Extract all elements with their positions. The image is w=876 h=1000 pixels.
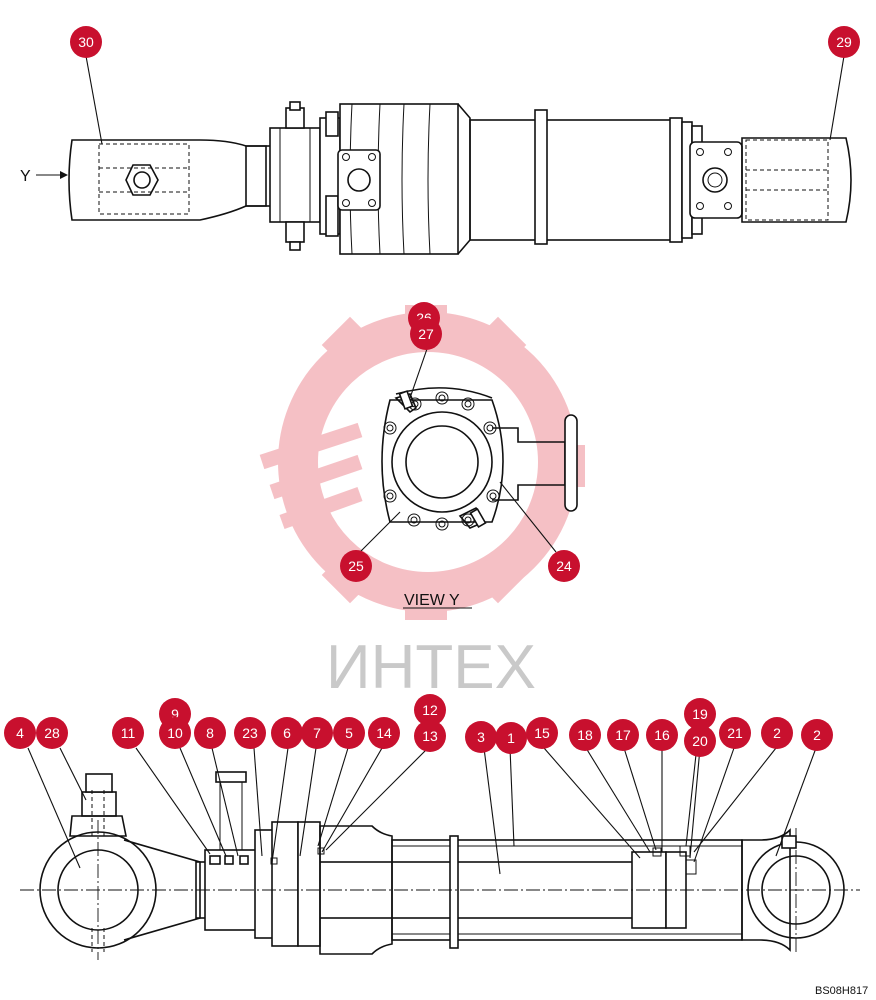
callout-10: 10 <box>159 717 191 749</box>
svg-text:7: 7 <box>313 725 321 741</box>
svg-text:25: 25 <box>348 558 364 574</box>
callout-5: 5 <box>333 717 365 749</box>
svg-text:4: 4 <box>16 725 24 741</box>
callout-13: 13 <box>414 720 446 752</box>
svg-text:12: 12 <box>422 702 438 718</box>
svg-text:1: 1 <box>507 730 515 746</box>
callout-6: 6 <box>271 717 303 749</box>
callout-2-a: 2 <box>761 717 793 749</box>
callout-30: 30 <box>70 26 102 58</box>
leader-lines <box>27 55 845 875</box>
callout-19: 19 <box>684 698 716 730</box>
svg-text:20: 20 <box>692 733 708 749</box>
callout-21: 21 <box>719 717 751 749</box>
callout-25: 25 <box>340 550 372 582</box>
svg-text:21: 21 <box>727 725 743 741</box>
callout-16: 16 <box>646 719 678 751</box>
callout-8: 8 <box>194 717 226 749</box>
drawing-code: BS08H817 <box>815 985 868 997</box>
svg-text:18: 18 <box>577 727 593 743</box>
svg-text:10: 10 <box>167 725 183 741</box>
svg-text:27: 27 <box>418 326 434 342</box>
svg-text:11: 11 <box>121 725 136 741</box>
callout-4: 4 <box>4 717 36 749</box>
callout-1: 1 <box>495 722 527 754</box>
callout-18: 18 <box>569 719 601 751</box>
callout-23: 23 <box>234 717 266 749</box>
callout-2-b: 2 <box>801 719 833 751</box>
svg-text:9: 9 <box>171 706 179 722</box>
svg-text:14: 14 <box>376 725 392 741</box>
bottom-section-view: BS08H817 <box>20 771 868 997</box>
svg-text:23: 23 <box>242 725 258 741</box>
svg-text:2: 2 <box>813 727 821 743</box>
callout-3: 3 <box>465 721 497 753</box>
callout-14: 14 <box>368 717 400 749</box>
svg-text:6: 6 <box>283 725 291 741</box>
callout-27: 27 <box>410 318 442 350</box>
svg-text:3: 3 <box>477 729 485 745</box>
watermark-gear <box>259 305 585 620</box>
svg-text:13: 13 <box>422 728 438 744</box>
svg-text:28: 28 <box>44 725 60 741</box>
svg-text:8: 8 <box>206 725 214 741</box>
top-cylinder-view: Y <box>20 101 852 255</box>
svg-text:17: 17 <box>615 727 631 743</box>
view-y-flange: VIEW Y <box>381 387 578 609</box>
callout-11: 11 <box>112 717 144 749</box>
callout-7: 7 <box>301 717 333 749</box>
svg-text:19: 19 <box>692 706 708 722</box>
svg-text:29: 29 <box>836 34 852 50</box>
callout-29: 29 <box>828 26 860 58</box>
watermark-text: ИНТЕХ <box>326 633 536 702</box>
svg-text:5: 5 <box>345 725 353 741</box>
callout-20: 20 <box>684 725 716 757</box>
svg-text:30: 30 <box>78 34 94 50</box>
svg-text:15: 15 <box>534 725 550 741</box>
view-label: VIEW Y <box>404 592 460 609</box>
callout-24: 24 <box>548 550 580 582</box>
callout-12: 12 <box>414 694 446 726</box>
svg-text:16: 16 <box>654 727 670 743</box>
callout-17: 17 <box>607 719 639 751</box>
svg-text:2: 2 <box>773 725 781 741</box>
callout-15: 15 <box>526 717 558 749</box>
callout-28: 28 <box>36 717 68 749</box>
svg-text:24: 24 <box>556 558 572 574</box>
direction-label: Y <box>20 168 31 185</box>
